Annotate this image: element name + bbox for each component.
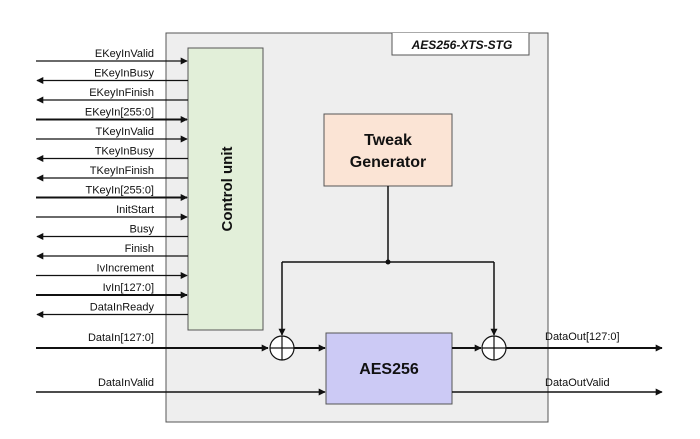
data-out-label: DataOut[127:0] — [545, 331, 620, 343]
aes256-core-block — [325, 332, 453, 405]
tweak-junction-dot — [385, 259, 391, 265]
signal-label-finish: Finish — [125, 243, 154, 255]
signal-label-tkeyinvalid: TKeyInValid — [96, 126, 155, 138]
signal-label-ivin-127-0: IvIn[127:0] — [103, 282, 154, 294]
signal-label-initstart: InitStart — [116, 204, 154, 216]
control-signal-group: EKeyInValidEKeyInBusyEKeyInFinishEKeyIn[… — [36, 48, 188, 318]
control-unit-block — [187, 47, 264, 331]
signal-label-ekeyin-255-0: EKeyIn[255:0] — [85, 107, 154, 119]
aes256-core-label: AES256 — [359, 361, 419, 378]
data-in-label: DataIn[127:0] — [88, 332, 154, 344]
data-in-valid-label: DataInValid — [98, 377, 154, 389]
control-unit-label: Control unit — [219, 147, 236, 232]
signal-label-busy: Busy — [130, 224, 155, 236]
tweak-generator-label-line2: Generator — [350, 154, 426, 171]
module-title-tag — [391, 33, 530, 56]
module-title: AES256-XTS-STG — [411, 38, 513, 52]
signal-label-ekeyinvalid: EKeyInValid — [95, 48, 154, 60]
signal-label-ekeyinfinish: EKeyInFinish — [89, 87, 154, 99]
tweak-generator-block — [323, 113, 453, 187]
signal-label-tkeyinbusy: TKeyInBusy — [95, 146, 155, 158]
signal-label-ivincrement: IvIncrement — [97, 263, 154, 275]
signal-label-tkeyin-255-0: TKeyIn[255:0] — [86, 185, 155, 197]
data-out-valid-label: DataOutValid — [545, 377, 610, 389]
tweak-generator-label-line1: Tweak — [364, 132, 412, 149]
signal-label-ekeyinbusy: EKeyInBusy — [94, 68, 154, 80]
input-xor-icon — [269, 335, 295, 361]
signal-label-datainready: DataInReady — [90, 302, 155, 314]
output-xor-icon — [481, 335, 507, 361]
signal-label-tkeyinfinish: TKeyInFinish — [90, 165, 154, 177]
